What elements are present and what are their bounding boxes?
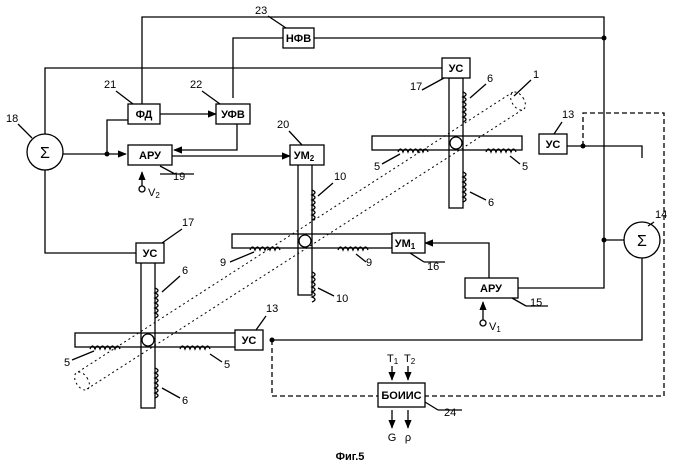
ref-17-lower: 17 bbox=[182, 217, 194, 229]
ref-21: 21 bbox=[104, 79, 116, 91]
us-left-label: УС bbox=[143, 248, 158, 260]
frame-lower-left bbox=[75, 262, 245, 408]
aru-left-label: АРУ bbox=[139, 150, 161, 162]
us-bottom-label: УС bbox=[242, 335, 257, 347]
boiis-label: БОИИС bbox=[381, 390, 421, 402]
g-output-label: G bbox=[388, 432, 397, 444]
v1-terminal: V1 bbox=[480, 320, 501, 334]
fd-label: ФД bbox=[136, 109, 153, 121]
aru-left-block: АРУ bbox=[128, 145, 172, 165]
frame-upper-right bbox=[372, 78, 522, 208]
aru-right-block: АРУ bbox=[465, 278, 518, 298]
um2-block: УМ2 bbox=[290, 145, 324, 165]
ref-15: 15 bbox=[530, 297, 542, 309]
fd-block: ФД bbox=[128, 104, 160, 124]
ref-1: 1 bbox=[533, 69, 539, 81]
um1-block: УМ1 bbox=[392, 233, 425, 253]
us-bottom-block: УС bbox=[235, 330, 263, 350]
ref-5-d: 5 bbox=[224, 359, 230, 371]
ref-20: 20 bbox=[277, 119, 289, 131]
ref-9-a: 9 bbox=[220, 257, 226, 269]
summer-right: Σ bbox=[624, 222, 660, 258]
ufv-block: УФВ bbox=[216, 104, 250, 124]
ref-6-b: 6 bbox=[488, 197, 494, 209]
ref-9-b: 9 bbox=[366, 257, 372, 269]
ref-22: 22 bbox=[190, 79, 202, 91]
ref-6-c: 6 bbox=[182, 265, 188, 277]
ref-16: 16 bbox=[427, 261, 439, 273]
ref-5-c: 5 bbox=[64, 357, 70, 369]
boiis-block: БОИИС bbox=[378, 383, 425, 407]
ref-10-b: 10 bbox=[336, 293, 348, 305]
aru-right-label: АРУ bbox=[480, 283, 502, 295]
v2-label: V2 bbox=[148, 187, 160, 200]
figure-caption: Фиг.5 bbox=[336, 451, 365, 463]
wires bbox=[45, 17, 664, 428]
v1-label: V1 bbox=[489, 321, 501, 334]
ref-18: 18 bbox=[6, 113, 18, 125]
ref-6-a: 6 bbox=[487, 73, 493, 85]
ref-13-top: 13 bbox=[562, 109, 574, 121]
ref-5-a: 5 bbox=[374, 161, 380, 173]
t2-label: T2 bbox=[404, 353, 416, 366]
us-top-right-block: УС bbox=[442, 58, 470, 78]
reference-numbers: 1 23 21 22 18 19 20 17 6 13 5 5 bbox=[6, 5, 667, 419]
t1-label: T1 bbox=[387, 353, 399, 366]
ref-19: 19 bbox=[173, 171, 185, 183]
ref-17-top: 17 bbox=[410, 81, 422, 93]
ufv-label: УФВ bbox=[221, 109, 245, 121]
ref-23: 23 bbox=[255, 5, 267, 17]
v2-terminal: V2 bbox=[139, 186, 160, 200]
us-top-right-label: УС bbox=[449, 63, 464, 75]
summer-left: Σ bbox=[27, 134, 63, 170]
ref-14: 14 bbox=[655, 209, 667, 221]
nfv-block: НФВ bbox=[283, 28, 314, 48]
nfv-label: НФВ bbox=[286, 33, 311, 45]
ref-5-b: 5 bbox=[522, 161, 528, 173]
ref-24: 24 bbox=[444, 407, 456, 419]
us-right-label: УС bbox=[546, 139, 561, 151]
rho-output-label: ρ bbox=[405, 432, 411, 444]
sum-left-symbol: Σ bbox=[40, 145, 50, 162]
ref-13-lower: 13 bbox=[266, 303, 278, 315]
us-right-block: УС bbox=[539, 134, 567, 154]
us-left-block: УС bbox=[136, 243, 164, 263]
ref-6-d: 6 bbox=[182, 395, 188, 407]
sum-right-symbol: Σ bbox=[637, 233, 647, 250]
ref-10-a: 10 bbox=[334, 171, 346, 183]
